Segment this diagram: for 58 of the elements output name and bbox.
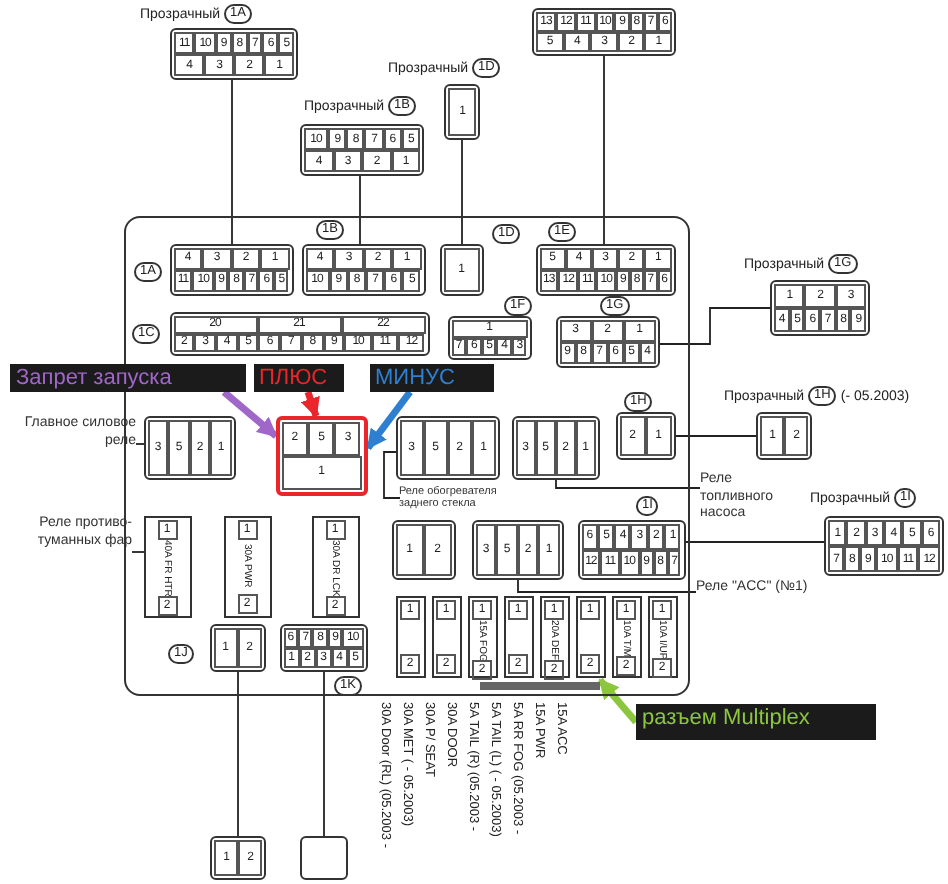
fuse-block [503, 595, 533, 677]
arrow [300, 390, 320, 418]
connector-block [535, 243, 675, 295]
arrow [365, 389, 413, 451]
connector-block [279, 623, 367, 671]
leader-line [135, 443, 145, 445]
fuse-block [539, 595, 569, 677]
connector-block [577, 519, 685, 579]
connector-block [824, 516, 944, 576]
leader-line [555, 479, 701, 489]
connector-block [770, 280, 870, 336]
fuse-block [467, 595, 497, 677]
leader-line [383, 451, 401, 499]
callout-label: Запрет запуска [10, 364, 246, 392]
fuse-block [395, 595, 425, 677]
wire-line [675, 435, 757, 437]
fuse-block [575, 595, 605, 677]
relay-block [471, 519, 563, 579]
leader-line [517, 579, 697, 593]
fuse-block [431, 595, 461, 677]
wire-line [237, 671, 239, 837]
connector-block [447, 315, 531, 359]
connector-block [169, 311, 429, 355]
wire-line [359, 175, 361, 245]
connector-block [555, 315, 659, 367]
fuse-block [647, 595, 677, 677]
wire-line [461, 139, 463, 245]
fuse-block [143, 515, 191, 617]
arrow [597, 677, 639, 725]
connector-block [532, 8, 676, 56]
fuse-block [611, 595, 641, 677]
wire-line [659, 307, 771, 345]
wire-line [323, 671, 325, 837]
wire-line [603, 55, 605, 245]
relay-block [395, 415, 499, 479]
connector-block [170, 28, 298, 80]
connector-block [210, 836, 266, 880]
connector-block [301, 243, 425, 295]
callout-label: разъем Multiplex [636, 704, 876, 740]
wire-line [231, 79, 233, 245]
connector-block [209, 623, 265, 671]
wire-line [685, 541, 825, 543]
connector-block [169, 243, 293, 295]
arrow [221, 389, 279, 439]
connector-block [615, 411, 675, 459]
connector-slot [479, 681, 599, 689]
fuse-block [311, 515, 359, 617]
relay-block [143, 415, 235, 479]
relay-block [511, 415, 599, 479]
leader-line [131, 551, 145, 553]
relay-block [275, 415, 367, 495]
callout-label: МИНУС [369, 363, 493, 391]
callout-label: ПЛЮС [253, 363, 343, 391]
connector-block [300, 836, 348, 880]
relay-block [391, 519, 455, 579]
connector-block [300, 124, 424, 176]
fuse-block [223, 515, 271, 617]
connector-block [756, 412, 812, 460]
